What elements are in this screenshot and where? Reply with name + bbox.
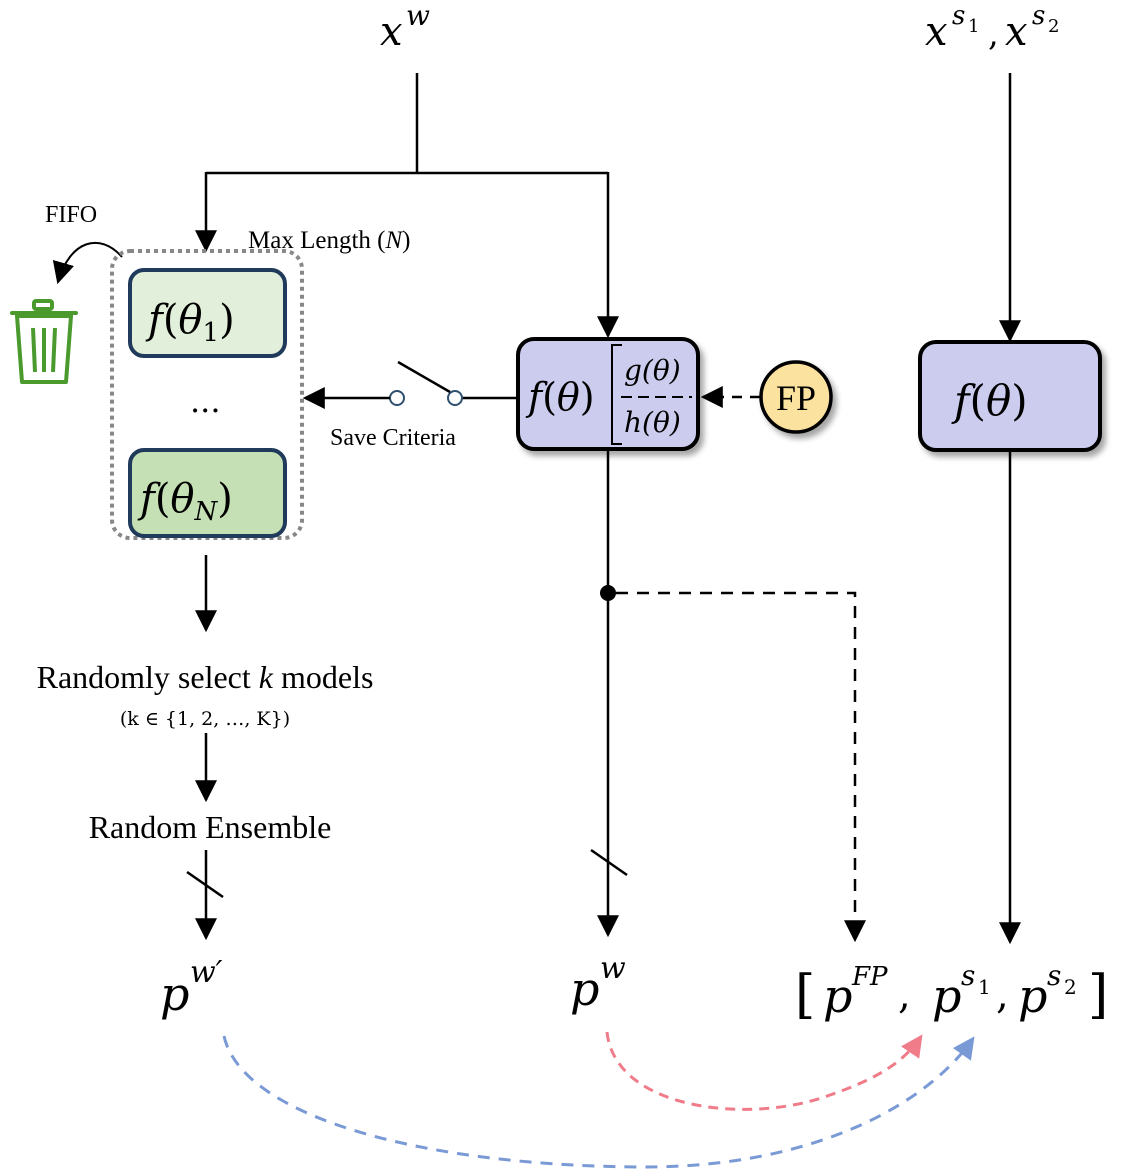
max-length-text: Max Length (	[248, 227, 385, 254]
targets-open-bracket: [	[795, 965, 815, 1025]
x-s-sep: ,	[988, 14, 999, 54]
input-x-s: x s 1 , x s 2	[925, 1, 1059, 55]
strong-open: (	[970, 376, 986, 425]
trash-body	[15, 314, 73, 384]
p-w-prime-base: p	[160, 967, 189, 1021]
targets-comma-2: ,	[996, 972, 1009, 1018]
model-close: )	[217, 476, 233, 522]
stop-gradient-mark-left	[186, 870, 224, 899]
x-s1-base: x	[925, 9, 948, 55]
p-s1-sub: 1	[978, 975, 991, 999]
max-length-var: N	[384, 227, 403, 254]
save-criteria-label: Save Criteria	[330, 425, 456, 451]
strong-close: )	[1011, 376, 1027, 425]
targets-comma-1: ,	[898, 972, 911, 1018]
curved-arrow-pw-to-pfp	[605, 1031, 923, 1111]
weak-model-box[interactable]	[516, 337, 700, 451]
strong-theta: θ	[986, 376, 1011, 425]
x-s2-sup: s	[1032, 1, 1045, 31]
p-s2-base: p	[1018, 969, 1047, 1023]
fp-circle[interactable]	[759, 360, 833, 434]
weak-close: )	[580, 375, 595, 419]
output-p-w: p w	[570, 951, 626, 1016]
model-open: (	[163, 297, 179, 343]
trash-line	[51, 327, 57, 373]
output-targets: [ p FP , p s 1 , p s 2 ]	[795, 959, 1108, 1025]
strong-model[interactable]: f(θ)	[918, 340, 1102, 452]
trash-icon	[10, 299, 78, 384]
x-w-base: x	[380, 9, 403, 55]
weak-theta: θ	[557, 375, 580, 419]
model-sub: 1	[203, 318, 220, 348]
svg-text:f(θ): f(θ)	[951, 376, 1028, 425]
model-sub: N	[194, 497, 219, 527]
branch-dot	[600, 585, 616, 601]
select-label-pre: Randomly select	[37, 659, 259, 695]
switch-contact-left	[389, 390, 405, 406]
save-criteria-switch[interactable]	[302, 360, 516, 409]
strong-model-box[interactable]	[918, 340, 1102, 452]
switch-lever[interactable]	[397, 360, 451, 394]
output-p-w-prime: p w′	[160, 955, 223, 1021]
model-open: (	[155, 476, 171, 522]
max-length-label: Max Length (N)	[248, 227, 410, 254]
p-fp-base: p	[823, 969, 852, 1023]
svg-text:f(θ): f(θ)	[525, 375, 595, 419]
svg-text:Max Length (N): Max Length (N)	[248, 227, 410, 254]
targets-close-bracket: ]	[1088, 965, 1108, 1025]
model-close: )	[219, 297, 235, 343]
queue-model-last-box[interactable]	[128, 448, 287, 538]
p-s2-sub: 2	[1064, 975, 1077, 999]
x-s2-sub: 2	[1048, 16, 1059, 37]
x-s1-sub: 1	[968, 16, 979, 37]
weak-bracket	[611, 344, 622, 445]
select-range-label: (k ∈ {1, 2, …, K})	[120, 708, 290, 730]
ensemble-label: Random Ensemble	[89, 809, 332, 845]
model-theta: θ	[178, 297, 202, 343]
trash-lid-handle	[32, 299, 54, 311]
switch-contact-right	[447, 390, 463, 406]
x-w-connectors	[195, 73, 1021, 343]
select-var: k	[259, 659, 274, 695]
p-w-base: p	[570, 962, 599, 1016]
select-label-post: models	[273, 659, 373, 695]
x-w-sup: w	[406, 0, 430, 32]
svg-text:f(θ1): f(θ1)	[145, 297, 235, 348]
svg-text:Randomly select k models: Randomly select k models	[37, 659, 374, 695]
queue-model-last[interactable]: f(θN)	[128, 448, 287, 538]
p-s1-base: p	[932, 969, 961, 1023]
p-s1-sup: s	[961, 959, 975, 992]
svg-text:f(θN): f(θN)	[137, 476, 233, 527]
p-w-prime-sup: w′	[190, 955, 223, 990]
queue-model-first-box[interactable]	[128, 268, 287, 358]
weak-denominator: h(θ)	[624, 406, 681, 439]
input-x-w: x w	[380, 0, 430, 55]
stop-gradient-mark-center	[590, 848, 628, 877]
x-s1-sup: s	[952, 1, 965, 31]
x-s2-base: x	[1005, 9, 1028, 55]
weak-open: (	[542, 375, 557, 419]
p-fp-sup: FP	[851, 962, 888, 992]
queue-model-first[interactable]: f(θ1)	[128, 268, 287, 358]
max-length-close: )	[402, 227, 410, 254]
weak-model[interactable]: f(θ) g(θ) h(θ)	[516, 337, 700, 451]
fifo-arrow	[52, 241, 123, 285]
queue-ellipsis: ...	[190, 382, 221, 420]
curved-arrow-pw-prime-to-ps	[222, 1035, 975, 1169]
fifo-label: FIFO	[45, 202, 97, 228]
p-w-sup: w	[600, 951, 626, 986]
weak-numerator: g(θ)	[624, 354, 681, 387]
p-s2-sup: s	[1047, 959, 1061, 992]
fp-label: FP	[776, 378, 816, 418]
fp-node[interactable]: FP	[759, 360, 833, 434]
model-theta: θ	[170, 476, 194, 522]
trash-line	[31, 327, 37, 373]
arrow-to-pfp	[616, 591, 866, 943]
